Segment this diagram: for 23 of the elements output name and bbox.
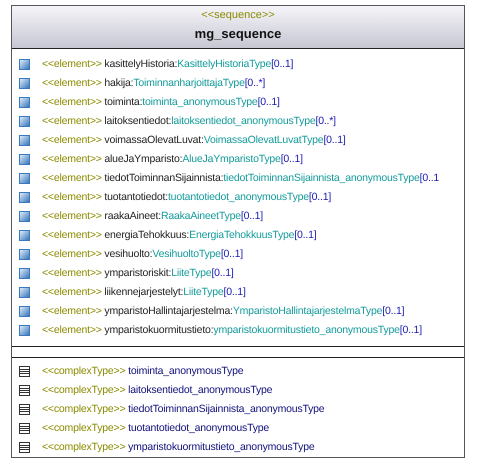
element-entry: <<element>> energiaTehokkuus:EnergiaTehokkuusType[0..1] [42, 229, 316, 241]
element-entry: <<element>> hakija:ToiminnanharjoittajaType[0..*] [42, 77, 266, 89]
element-entry: <<element>> ymparistokuormitustieto:ymparistokuormitustieto_anonymousType[0..1] [42, 324, 422, 336]
element-entry: <<element>> liikennejarjestelyt:LiiteType[0..1] [42, 286, 246, 298]
complex-type-entry: <<complexType>> laitoksentiedot_anonymousType [42, 384, 272, 396]
element-entry: <<element>> vesihuolto:VesihuoltoType[0..1] [42, 248, 243, 260]
class-box [11, 5, 465, 458]
element-entry: <<element>> ymparistoriskit:LiiteType[0..1] [42, 267, 234, 279]
element-entry: <<element>> raakaAineet:RaakaAineetType[0..1] [42, 210, 264, 222]
complex-type-entry: <<complexType>> tuotantotiedot_anonymousType [42, 422, 270, 434]
element-entry: <<element>> tuotantotiedot:tuotantotiedot_anonymousType[0..1] [42, 191, 332, 203]
element-entry: <<element>> laitoksentiedot:laitoksentiedot_anonymousType[0..*] [42, 115, 336, 127]
element-entry: <<element>> toiminta:toiminta_anonymousType[0..1] [42, 96, 280, 108]
complex-type-entry: <<complexType>> tiedotToiminnanSijainnista_anonymousType [42, 403, 324, 415]
complex-type-entry: <<complexType>> toiminta_anonymousType [42, 365, 244, 377]
class-name: mg_sequence [194, 26, 282, 41]
element-entry: <<element>> tiedotToiminnanSijainnista:tiedotToiminnanSijainnista_anonymousType[0..1 [42, 172, 440, 184]
stereotype-label: <<sequence>> [200, 9, 276, 21]
element-entry: <<element>> kasittelyHistoria:KasittelyHistoriaType[0..1] [42, 58, 294, 70]
element-entry: <<element>> alueJaYmparisto:AlueJaYmparistoType[0..1] [42, 153, 303, 165]
complex-type-entry: <<complexType>> ymparistokuormitustieto_anonymousType [42, 441, 314, 453]
element-entry: <<element>> ymparistoHallintajarjestelma:YmparistoHallintajarjestelmaType[0..1] [42, 305, 404, 317]
element-entry: <<element>> voimassaOlevatLuvat:VoimassaOlevatLuvatType[0..1] [42, 134, 346, 146]
